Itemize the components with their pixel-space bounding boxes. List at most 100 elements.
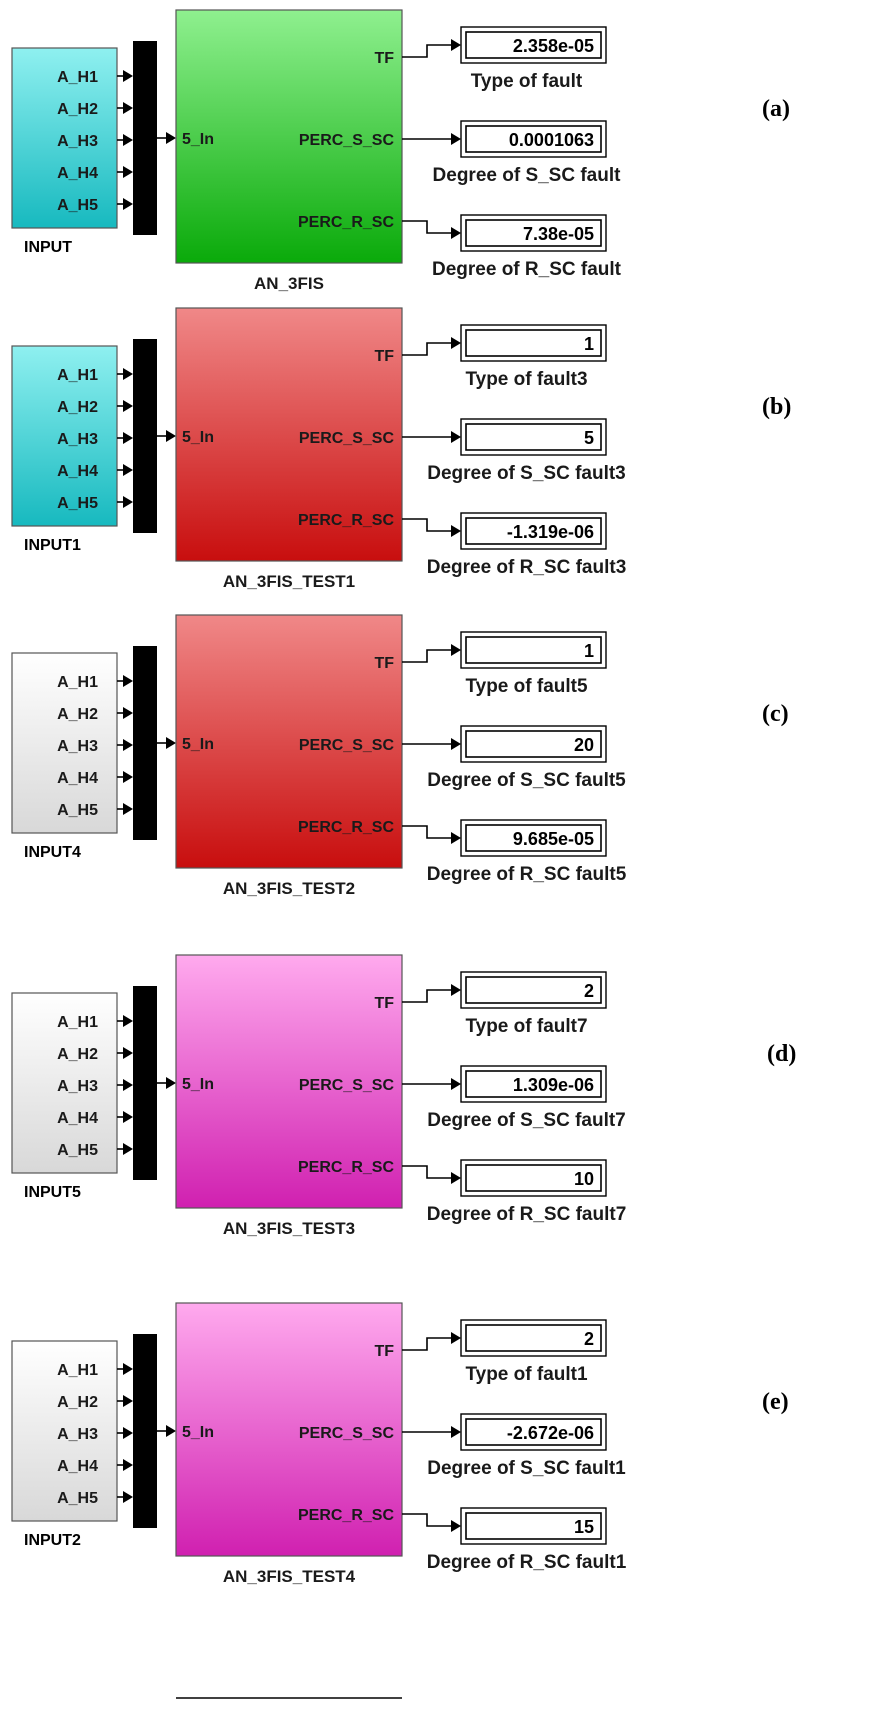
fis-block[interactable] [175,1302,403,1557]
input-port-label: A_H2 [57,1046,98,1063]
fis-block[interactable] [175,614,403,869]
mux-block[interactable] [133,986,157,1180]
display-block[interactable] [460,120,607,158]
output-arrow [451,431,461,443]
display-block[interactable] [460,1413,607,1451]
input-block-name: INPUT2 [24,1532,81,1549]
input-arrow [123,432,133,444]
display-value: 0.0001063 [509,130,594,150]
display-value: 1.309e-06 [513,1075,594,1095]
input-block-name: INPUT5 [24,1184,81,1201]
input-port-label: A_H2 [57,101,98,118]
fis-output-port-label: PERC_S_SC [299,1077,395,1094]
display-block[interactable] [460,725,607,763]
display-value: 1 [584,334,594,354]
output-arrow [451,1332,461,1344]
input-port-label: A_H3 [57,1426,98,1443]
panel-c: INPUT4A_H1A_H2A_H3A_H4A_H55_InAN_3FIS_TE… [11,614,789,898]
output-arrow [451,738,461,750]
input-port-label: A_H1 [57,1362,98,1379]
input-arrow [123,1111,133,1123]
input-arrow [123,1363,133,1375]
output-wire [402,1337,451,1351]
display-inner-frame [465,31,602,59]
fis-block-name: AN_3FIS_TEST2 [223,879,355,898]
display-block[interactable] [460,819,607,857]
mux-block[interactable] [133,41,157,235]
input-port-label: A_H2 [57,399,98,416]
output-wire [402,649,451,663]
input-arrow [123,1015,133,1027]
fis-block-name: AN_3FIS_TEST4 [223,1567,356,1586]
fis-input-port-label: 5_In [182,1424,214,1441]
panel-label: (a) [762,96,790,122]
display-value: 2.358e-05 [513,36,594,56]
input-arrow [123,166,133,178]
fis-block-name: AN_3FIS_TEST3 [223,1219,355,1238]
display-value: -2.672e-06 [507,1423,594,1443]
display-inner-frame [465,1418,602,1446]
display-block[interactable] [460,631,607,669]
output-wire [402,44,451,58]
fis-block[interactable] [175,307,403,562]
fis-block-name: AN_3FIS [254,274,324,293]
display-block[interactable] [460,512,607,550]
fis-block[interactable] [175,9,403,264]
display-label: Degree of S_SC fault [433,165,622,186]
output-wire [402,342,451,356]
input-port-label: A_H3 [57,738,98,755]
output-arrow [451,337,461,349]
display-label: Degree of S_SC fault3 [427,463,626,484]
display-inner-frame [465,329,602,357]
display-value: 20 [574,735,594,755]
output-wire [402,1513,451,1527]
display-block[interactable] [460,1507,607,1545]
output-arrow [451,39,461,51]
input-port-label: A_H3 [57,431,98,448]
input-arrow [123,1143,133,1155]
output-arrow [451,525,461,537]
display-block[interactable] [460,971,607,1009]
display-block[interactable] [460,1065,607,1103]
display-block[interactable] [460,1159,607,1197]
panel-label: (e) [762,1389,789,1415]
display-value: 5 [584,428,594,448]
fis-output-port-label: TF [374,655,394,672]
display-inner-frame [465,125,602,153]
input-block[interactable] [11,652,118,834]
display-block[interactable] [460,1319,607,1357]
mux-block[interactable] [133,339,157,533]
input-port-label: A_H5 [57,802,98,819]
input-port-label: A_H4 [57,1458,98,1475]
display-block[interactable] [460,324,607,362]
input-block[interactable] [11,47,118,229]
display-label: Degree of R_SC fault5 [427,864,627,885]
mux-block[interactable] [133,646,157,840]
display-label: Degree of S_SC fault1 [427,1458,626,1479]
output-arrow [451,227,461,239]
fis-block[interactable] [175,954,403,1209]
input-port-label: A_H1 [57,69,98,86]
display-label: Degree of S_SC fault5 [427,770,626,791]
display-inner-frame [465,636,602,664]
output-arrow [451,984,461,996]
display-block[interactable] [460,418,607,456]
fis-output-port-label: TF [374,348,394,365]
mux-arrow [166,430,176,442]
display-block[interactable] [460,214,607,252]
input-block[interactable] [11,1340,118,1522]
display-block[interactable] [460,26,607,64]
input-block[interactable] [11,992,118,1174]
output-wire [402,825,451,839]
output-arrow [451,1426,461,1438]
fis-output-port-label: PERC_S_SC [299,737,395,754]
display-value: -1.319e-06 [507,522,594,542]
input-port-label: A_H1 [57,367,98,384]
input-block[interactable] [11,345,118,527]
input-port-label: A_H3 [57,1078,98,1095]
mux-block[interactable] [133,1334,157,1528]
fis-input-port-label: 5_In [182,429,214,446]
input-port-label: A_H5 [57,495,98,512]
display-inner-frame [465,517,602,545]
